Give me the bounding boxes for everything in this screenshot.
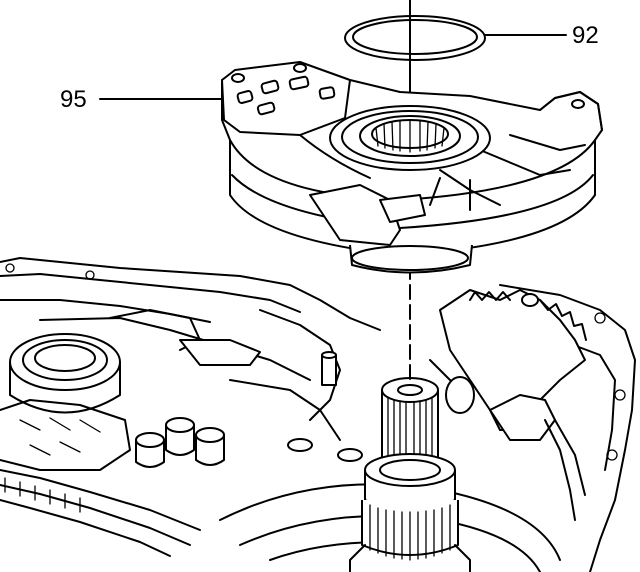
input-shaft <box>349 377 471 572</box>
seal-ring <box>344 15 486 61</box>
shift-lever <box>439 289 587 521</box>
transmission-case <box>0 257 636 572</box>
callout-label-92: 92 <box>572 22 599 49</box>
callout-label-95: 95 <box>60 86 87 113</box>
pump-cover-assembly <box>221 61 603 274</box>
bushing-group <box>135 417 225 468</box>
